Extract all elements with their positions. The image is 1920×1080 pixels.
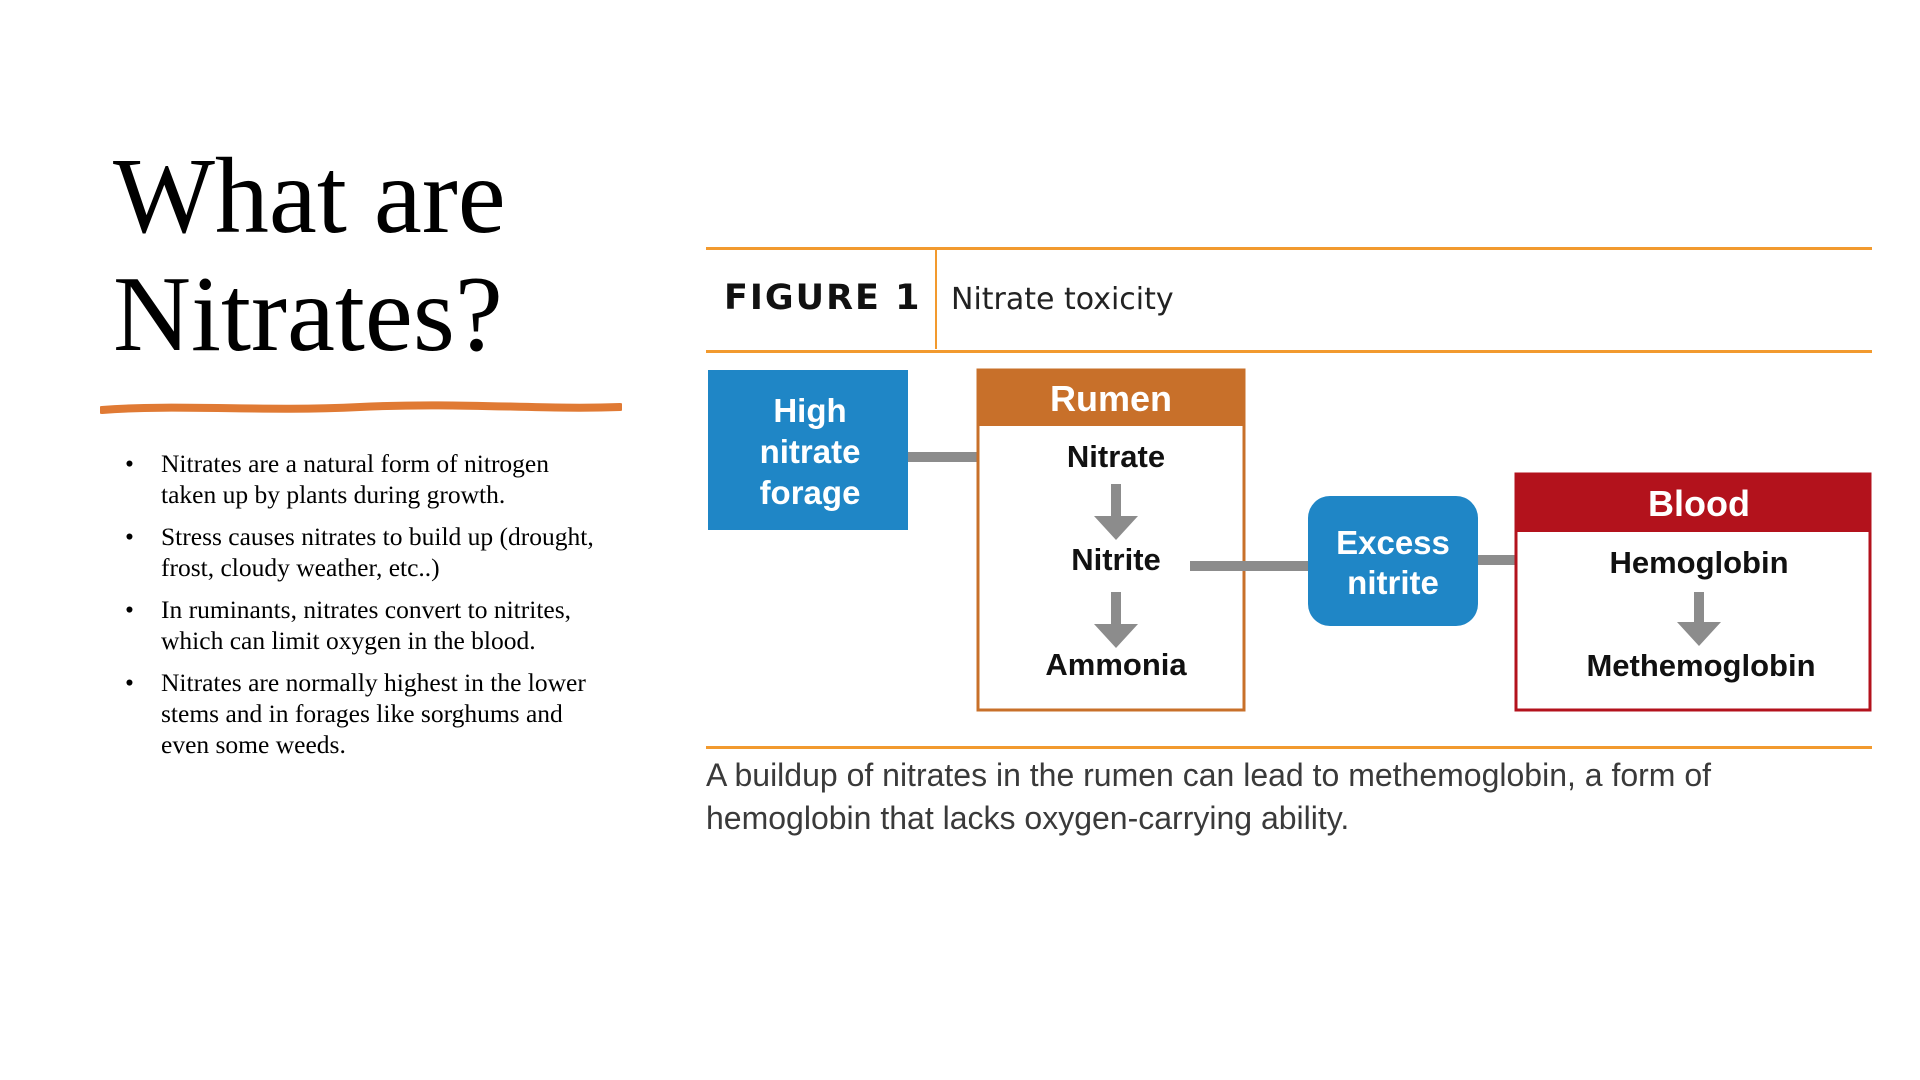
blood-header <box>1516 474 1870 532</box>
slide-title: What are Nitrates? <box>113 138 673 374</box>
arrow-nitrite-to-excess <box>1190 561 1312 571</box>
excess-nitrite-box <box>1308 496 1478 626</box>
figure-header-rule <box>706 350 1872 353</box>
bullet-item: • In ruminants, nitrates convert to nitri… <box>125 594 595 656</box>
figure-subtitle: Nitrate toxicity <box>951 282 1174 317</box>
bullet-text: Stress causes nitrates to build up (drou… <box>161 522 594 582</box>
excess-label-line2: nitrite <box>1347 564 1439 601</box>
rumen-header <box>978 370 1244 426</box>
nitrate-flow-diagram: High nitrate forage Rumen Nitrate Nitrit… <box>708 368 1872 712</box>
arrow-nitrite-to-ammonia <box>1094 592 1138 648</box>
bullet-marker: • <box>125 522 134 551</box>
bullet-item: • Nitrates are a natural form of nitrogen… <box>125 448 595 510</box>
forage-box <box>708 370 908 530</box>
arrow-hemoglobin-to-methemoglobin <box>1677 592 1721 646</box>
bullet-text: Nitrates are normally highest in the low… <box>161 668 586 759</box>
blood-item-methemoglobin: Methemoglobin <box>1586 648 1815 683</box>
figure-header-divider <box>935 249 937 349</box>
bullet-list: • Nitrates are a natural form of nitrogen… <box>125 448 595 771</box>
rumen-item-ammonia: Ammonia <box>1045 647 1187 682</box>
blood-header-label: Blood <box>1648 483 1750 524</box>
rumen-item-nitrate: Nitrate <box>1067 439 1165 474</box>
rumen-item-nitrite: Nitrite <box>1071 542 1161 577</box>
bullet-item: • Stress causes nitrates to build up (dro… <box>125 521 595 583</box>
title-line-1: What are <box>113 137 506 256</box>
forage-label-line2: nitrate <box>760 433 861 470</box>
forage-label-line1: High <box>773 392 846 429</box>
excess-label-line1: Excess <box>1336 524 1450 561</box>
title-line-2: Nitrates? <box>113 255 503 374</box>
bullet-marker: • <box>125 449 134 478</box>
title-underline <box>100 401 622 414</box>
forage-label-line3: forage <box>760 474 861 511</box>
figure-top-rule <box>706 247 1872 250</box>
rumen-header-label: Rumen <box>1050 378 1172 419</box>
bullet-item: • Nitrates are normally highest in the lo… <box>125 667 595 760</box>
rumen-box <box>976 368 1246 712</box>
figure-caption: A buildup of nitrates in the rumen can l… <box>706 757 1712 836</box>
arrow-nitrate-to-nitrite <box>1094 484 1138 540</box>
bullet-marker: • <box>125 668 134 697</box>
figure-label: FIGURE 1 <box>724 278 922 318</box>
figure-caption-rule <box>706 746 1872 749</box>
bullet-text: Nitrates are a natural form of nitrogen … <box>161 449 550 509</box>
bullet-marker: • <box>125 595 134 624</box>
blood-item-hemoglobin: Hemoglobin <box>1609 545 1788 580</box>
figure-nitrate-toxicity: FIGURE 1 Nitrate toxicity High nitrate f… <box>706 240 1872 860</box>
bullet-text: In ruminants, nitrates convert to nitrit… <box>161 595 572 655</box>
